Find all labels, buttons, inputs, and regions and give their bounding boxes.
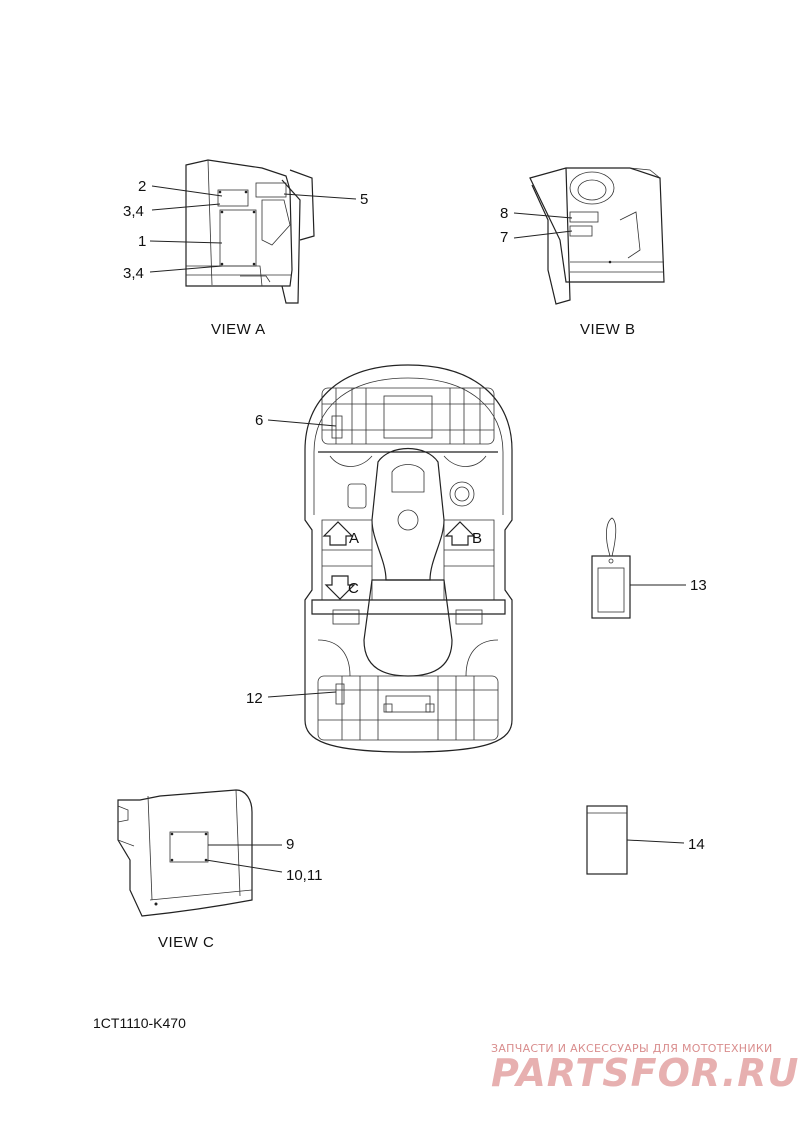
callout-6: 6 [255,412,263,429]
view-b-leaders [513,212,573,239]
callout-3-4-lower: 3,4 [123,265,144,282]
arrow-b [444,521,476,546]
atv-top-view [304,364,513,753]
arrow-a [322,521,354,546]
view-a-drawing [185,159,315,304]
arrow-c-label: C [348,580,359,597]
callout-5: 5 [360,191,368,208]
callout-13: 13 [690,577,707,594]
callout-7: 7 [500,229,508,246]
view-b-drawing [529,167,665,305]
arrow-b-label: B [472,530,482,547]
view-c-label: VIEW C [158,934,214,951]
callout-1: 1 [138,233,146,250]
top-view-leaders [267,419,337,698]
callout-8: 8 [500,205,508,222]
watermark-tagline: ЗАПЧАСТИ И АКСЕССУАРЫ ДЛЯ МОТОТЕХНИКИ [491,1042,773,1055]
view-b-label: VIEW B [580,321,636,338]
arrow-c [324,575,356,600]
callout-10-11: 10,11 [286,867,322,884]
callout-2: 2 [138,178,146,195]
view-c-drawing [117,789,253,917]
arrow-a-label: A [349,530,359,547]
callout-12: 12 [246,690,263,707]
tag-13-drawing [591,517,686,619]
watermark-logo: PARTSFOR.RU [491,1051,799,1095]
view-a-leaders [149,185,357,273]
view-c-leaders [205,844,283,873]
callout-3-4-upper: 3,4 [123,203,144,220]
callout-9: 9 [286,836,294,853]
diagram-code: 1CT1110-K470 [93,1015,186,1031]
booklet-14-drawing [586,805,685,875]
callout-14: 14 [688,836,705,853]
view-a-label: VIEW A [211,321,266,338]
